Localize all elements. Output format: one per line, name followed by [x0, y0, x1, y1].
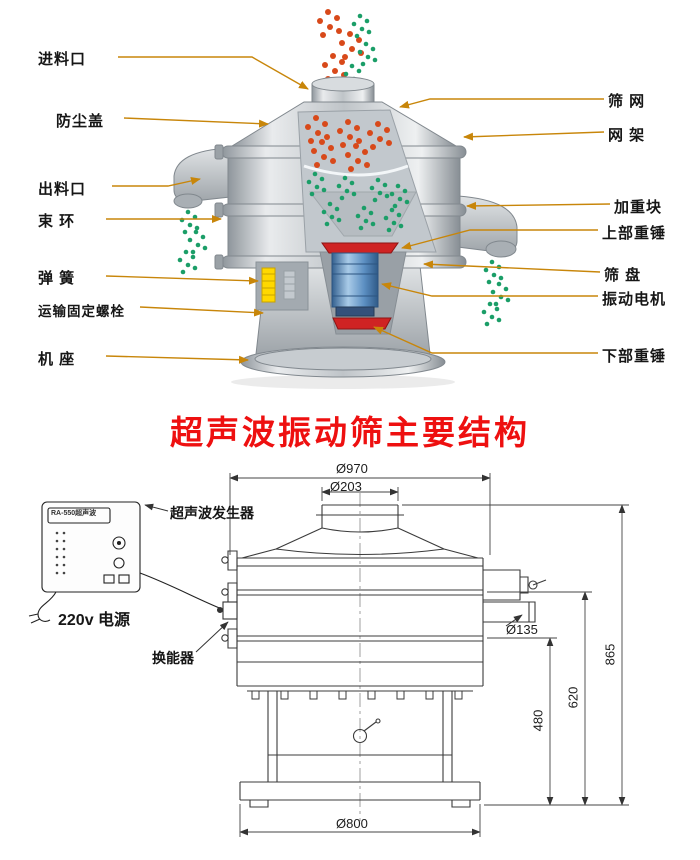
transducer-cable	[139, 572, 223, 610]
diagram-title: 超声波振动筛主要结构	[170, 414, 530, 451]
generator-knob	[113, 557, 125, 569]
power-plug	[28, 613, 41, 624]
label-transport-bolt: 运输固定螺栓	[38, 304, 125, 319]
label-weight-block: 加重块	[614, 199, 663, 216]
dim-top-width: Ø970	[336, 461, 368, 476]
generator-box	[28, 501, 223, 624]
label-lower-hammer: 下部重锤	[602, 348, 667, 365]
dim-total-height: 865	[602, 643, 618, 666]
transducer-label: 换能器	[152, 650, 194, 666]
vibration-motor	[331, 252, 379, 308]
power-label: 220v 电源	[58, 612, 131, 629]
flange-bolts	[251, 690, 463, 700]
generator-switch	[118, 574, 130, 584]
generator-nameplate	[47, 507, 111, 524]
generator-switch	[103, 574, 115, 584]
label-screen-mesh: 筛 网	[608, 93, 646, 110]
clamp-bolt	[214, 202, 224, 218]
label-upper-hammer: 上部重锤	[602, 225, 667, 242]
dim-mid-height: 620	[565, 686, 581, 709]
spring-yellow	[261, 267, 276, 303]
lower-hammer-plate	[332, 317, 392, 330]
spring-gray	[283, 270, 296, 300]
generator-label: 超声波发生器	[170, 505, 254, 521]
machine-illustration	[105, 9, 611, 389]
engineering-drawing	[28, 473, 629, 837]
spring-section	[255, 261, 309, 311]
dim-inlet: Ø203	[330, 479, 362, 494]
generator-model-text: RA-550超声波	[51, 510, 97, 517]
dim-base-width: Ø800	[336, 816, 368, 831]
clamp-bolt	[214, 254, 224, 270]
ground-shadow	[231, 375, 455, 389]
generator-knob	[112, 536, 126, 550]
upper-hammer-plate	[321, 242, 399, 254]
generator-vents	[55, 531, 66, 575]
drawing-leaders	[144, 503, 523, 653]
cutaway-interior	[297, 109, 437, 335]
label-discharge-outlet: 出料口	[38, 181, 87, 198]
transducer-connector	[216, 601, 238, 620]
screen-mesh	[303, 164, 409, 177]
label-clamp-ring: 束 环	[38, 213, 76, 230]
label-spring: 弹 簧	[38, 270, 76, 287]
label-base: 机 座	[38, 351, 76, 368]
dim-outlet: Ø135	[506, 622, 538, 637]
label-mesh-frame: 网 架	[608, 127, 646, 144]
dimension-lines	[229, 473, 629, 837]
label-sieve-tray: 筛 盘	[604, 267, 642, 284]
leader-lines	[105, 56, 611, 364]
power-cord	[37, 591, 57, 622]
label-vibration-motor: 振动电机	[602, 291, 667, 308]
sieve-profile	[221, 504, 547, 808]
label-dust-cover: 防尘盖	[56, 113, 105, 130]
label-feed-inlet: 进料口	[38, 51, 87, 68]
dim-inner-height: 480	[530, 709, 546, 732]
clamp-bolt	[214, 144, 224, 160]
